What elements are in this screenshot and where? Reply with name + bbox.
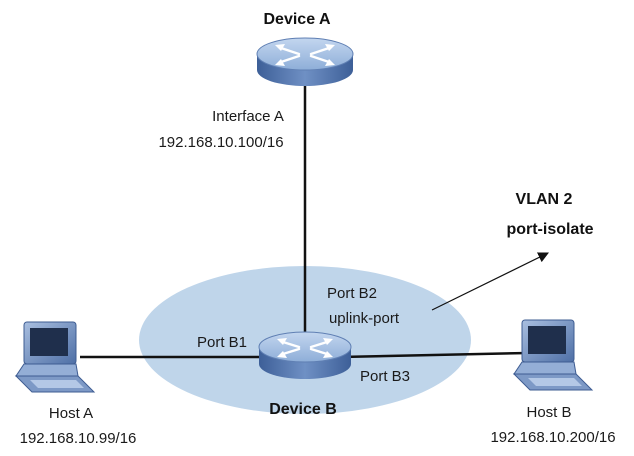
host-a-ip: 192.168.10.99/16 (20, 430, 137, 447)
host-b-label: Host B (526, 404, 571, 421)
vlan-annotation-arrow (431, 252, 549, 311)
device-b-switch-icon (258, 331, 352, 379)
device-a-label: Device A (264, 11, 331, 28)
host-b-desktop-computer-icon (512, 319, 594, 391)
host-a-label: Host A (49, 405, 93, 422)
link-device-b-host-b (339, 351, 529, 359)
vlan-mode-label: port-isolate (506, 221, 593, 238)
device-a-router-icon (256, 37, 354, 86)
port-b3-label: Port B3 (360, 368, 410, 385)
port-b1-label: Port B1 (197, 334, 247, 351)
host-a-desktop-computer-icon (14, 321, 96, 393)
interface-a-ip: 192.168.10.100/16 (158, 134, 283, 151)
port-b2-role-label: uplink-port (329, 310, 400, 327)
interface-a-label: Interface A (212, 108, 284, 125)
host-b-ip: 192.168.10.200/16 (490, 429, 615, 446)
device-b-label: Device B (269, 401, 337, 418)
vlan-name-label: VLAN 2 (516, 191, 573, 208)
port-b2-label: Port B2 (327, 285, 377, 302)
